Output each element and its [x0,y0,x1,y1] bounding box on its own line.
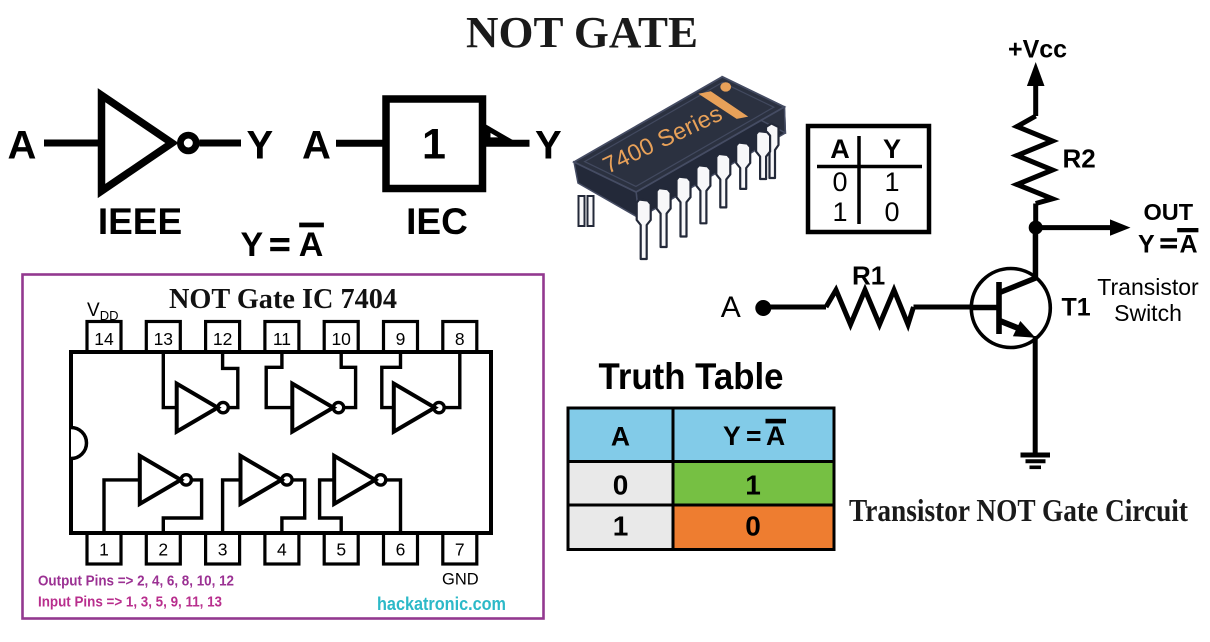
svg-text:IEEE: IEEE [98,201,182,242]
svg-text:11: 11 [273,329,291,349]
svg-text:1: 1 [884,167,899,197]
svg-text:=: = [746,421,761,451]
svg-text:A: A [830,134,850,164]
svg-text:R1: R1 [852,261,885,291]
svg-text:0: 0 [832,167,847,197]
svg-text:Transistor: Transistor [1097,274,1199,300]
svg-text:NOT GATE: NOT GATE [466,8,698,57]
svg-text:hackatronic.com: hackatronic.com [377,594,506,614]
svg-text:+Vcc: +Vcc [1008,36,1067,64]
svg-text:Output Pins => 2, 4, 6, 8, 10,: Output Pins => 2, 4, 6, 8, 10, 12 [38,573,234,590]
svg-text:A: A [299,226,324,264]
svg-text:7: 7 [455,540,465,560]
svg-text:0: 0 [884,197,899,227]
svg-text:Input Pins => 1, 3, 5, 9, 11,: Input Pins => 1, 3, 5, 9, 11, 13 [38,594,222,611]
svg-text:5: 5 [336,540,346,560]
svg-text:14: 14 [94,329,114,349]
svg-text:3: 3 [218,540,228,560]
svg-text:A: A [8,123,37,167]
svg-text:4: 4 [277,540,287,560]
svg-text:Switch: Switch [1114,300,1182,326]
svg-text:6: 6 [396,540,406,560]
svg-text:12: 12 [213,329,232,349]
svg-text:1: 1 [422,120,446,168]
svg-text:1: 1 [745,470,761,501]
svg-text:Y: Y [1138,230,1155,258]
svg-text:VDD: VDD [87,300,118,323]
svg-text:0: 0 [745,510,761,541]
svg-text:Y: Y [883,134,901,164]
svg-text:Truth Table: Truth Table [599,356,784,397]
svg-text:A: A [766,421,785,451]
svg-text:A: A [1180,230,1198,258]
svg-text:10: 10 [331,329,351,349]
svg-text:8: 8 [455,329,465,349]
svg-text:2: 2 [158,540,168,560]
svg-text:T1: T1 [1062,293,1091,321]
svg-text:A: A [611,422,630,452]
svg-text:OUT: OUT [1144,199,1194,225]
svg-text:13: 13 [154,329,173,349]
svg-text:1: 1 [613,510,629,541]
svg-text:Y: Y [723,421,741,451]
svg-text:Transistor NOT Gate Circuit: Transistor NOT Gate Circuit [849,492,1188,528]
svg-text:NOT Gate IC 7404: NOT Gate IC 7404 [169,284,397,315]
svg-text:1: 1 [832,197,847,227]
svg-text:GND: GND [442,571,479,589]
svg-text:IEC: IEC [406,201,468,242]
svg-text:9: 9 [396,329,406,349]
svg-text:1: 1 [99,540,109,560]
svg-text:0: 0 [613,470,629,501]
svg-text:Y: Y [247,123,274,167]
svg-text:A: A [302,123,331,167]
svg-text:Y: Y [535,123,562,167]
svg-text:R2: R2 [1063,144,1096,174]
svg-text:Y: Y [241,226,264,264]
svg-text:A: A [721,291,741,324]
